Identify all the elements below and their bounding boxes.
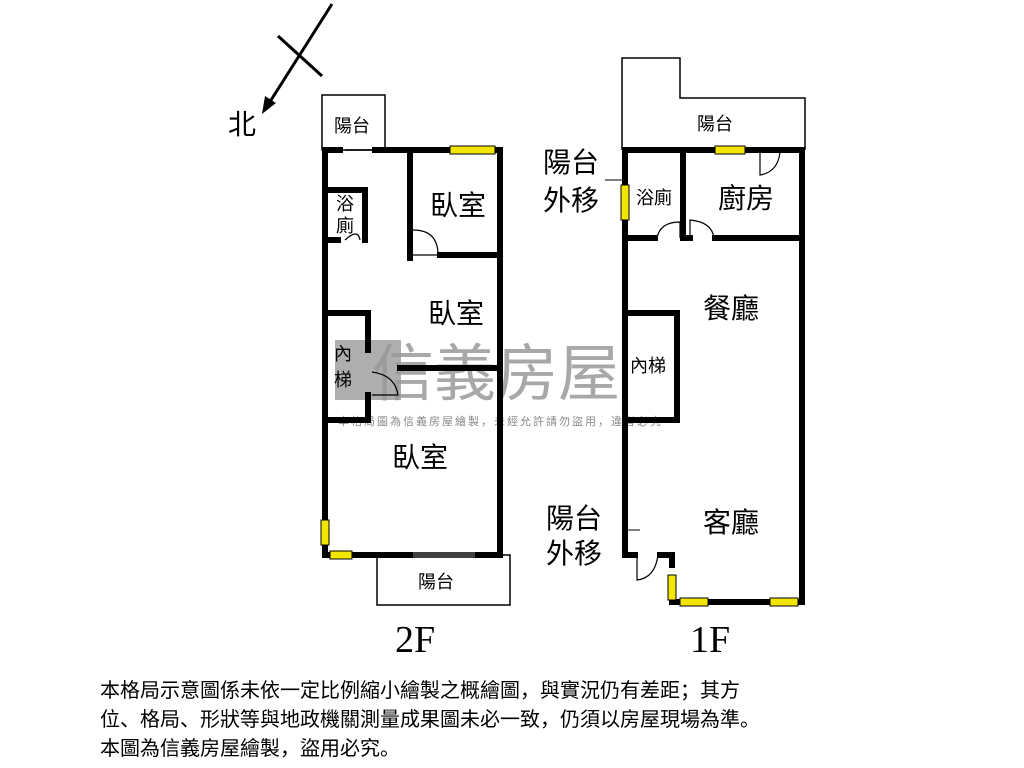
room-2f-stairs-line2: 梯	[334, 370, 352, 391]
room-2f-balcony-bottom: 陽台	[418, 572, 454, 593]
room-2f-balcony-top: 陽台	[334, 116, 370, 137]
watermark-brand: 信義房屋	[372, 337, 620, 410]
room-1f-living: 客廳	[703, 506, 759, 539]
floor-label-2f: 2F	[395, 619, 435, 661]
disclaimer-line: 本圖為信義房屋繪製，盜用必究。	[100, 736, 400, 760]
room-2f-bedroom-1: 臥室	[430, 189, 486, 222]
north-arrow-icon	[262, 3, 334, 114]
floor-2f	[320, 94, 511, 606]
room-1f-balcony-moved-1-line2: 外移	[543, 184, 599, 217]
room-2f-stairs-line1: 內	[334, 344, 352, 365]
room-1f-dining: 餐廳	[703, 292, 759, 325]
floor-1f	[605, 57, 806, 607]
room-1f-bath: 浴廁	[636, 187, 672, 209]
balcony-2f-bottom	[376, 554, 511, 606]
disclaimer: 本格局示意圖係未依一定比例縮小繪製之概繪圖，與實況仍有差距；其方 位、格局、形狀…	[100, 676, 930, 763]
room-2f-bath-line2: 廁	[336, 215, 354, 237]
room-1f-balcony-moved-2-line1: 陽台	[546, 502, 602, 535]
room-2f-bedroom-3: 臥室	[392, 441, 448, 474]
room-2f-bath-line1: 浴	[336, 194, 354, 215]
room-1f-kitchen: 廚房	[718, 182, 774, 215]
room-1f-stairs: 內梯	[630, 356, 666, 377]
disclaimer-line: 位、格局、形狀等與地政機關測量成果圖未必一致，仍須以房屋現場為準。	[100, 707, 760, 731]
room-1f-balcony-top: 陽台	[697, 114, 733, 135]
disclaimer-line: 本格局示意圖係未依一定比例縮小繪製之概繪圖，與實況仍有差距；其方	[100, 678, 740, 702]
room-1f-balcony-moved-2-line2: 外移	[546, 537, 602, 570]
compass-label: 北	[228, 108, 256, 141]
room-1f-balcony-moved-1-line1: 陽台	[543, 146, 599, 179]
floor-label-1f: 1F	[690, 619, 730, 661]
room-2f-bedroom-2: 臥室	[428, 297, 484, 330]
